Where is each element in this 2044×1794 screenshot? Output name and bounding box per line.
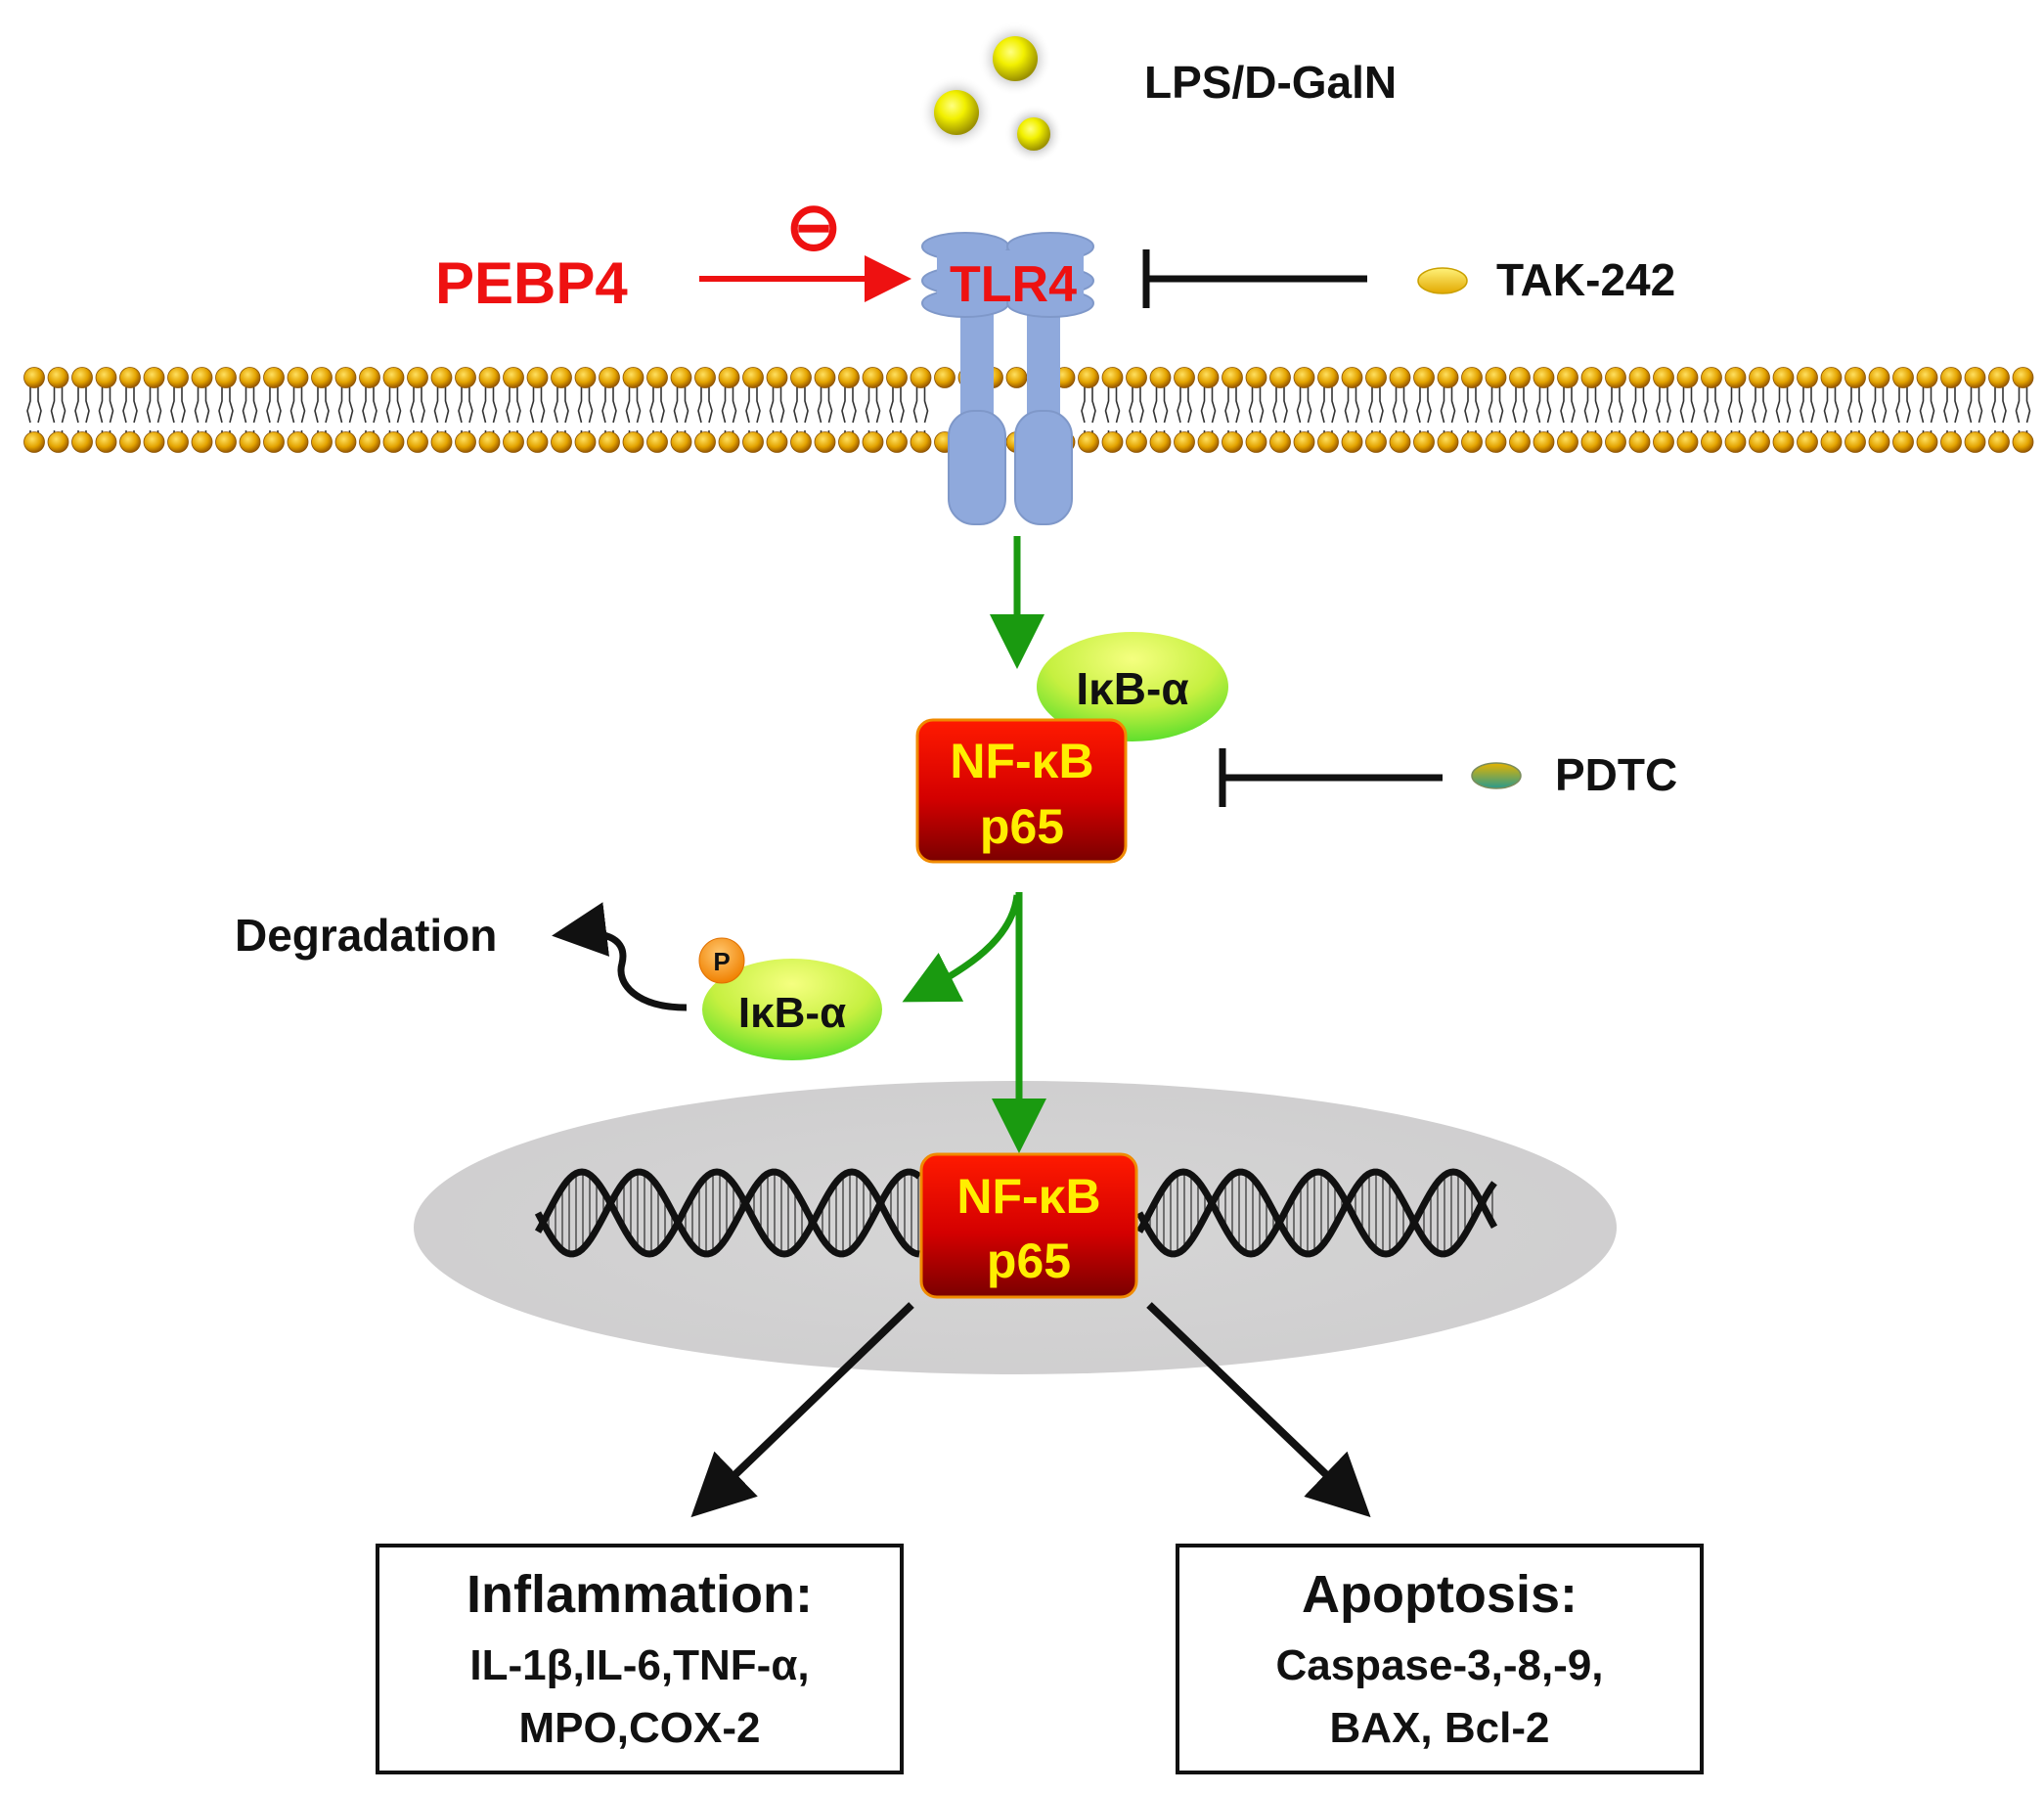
- to-inflammation-arrow: [690, 1302, 914, 1518]
- nfkb-nucleus-line1: NF-κB: [956, 1169, 1100, 1224]
- tak242-pill-icon: [1417, 267, 1468, 294]
- tak242-label: TAK-242: [1496, 254, 1675, 305]
- inflammation-line2: MPO,COX-2: [519, 1704, 761, 1752]
- pdtc-inhibition-bar: [1219, 748, 1443, 807]
- inflammation-line1: IL-1β,IL-6,TNF-α,: [469, 1641, 809, 1689]
- ikba-bound-label: IκB-α: [1076, 663, 1188, 714]
- nfkb-p65-nucleus-box: [919, 1152, 1138, 1299]
- to-apoptosis-arrow: [1146, 1302, 1371, 1518]
- nfkb-cytoplasm-line1: NF-κB: [950, 734, 1093, 788]
- apoptosis-box: Apoptosis: Caspase-3,-8,-9, BAX, Bcl-2: [1176, 1544, 1704, 1774]
- phosphate-icon: [698, 937, 745, 984]
- apoptosis-title: Apoptosis:: [1302, 1565, 1577, 1624]
- pdtc-label: PDTC: [1555, 749, 1677, 800]
- negative-regulation-symbol: ⊖: [786, 190, 842, 264]
- tlr4-receptor: [921, 232, 1094, 525]
- lps-particles: [919, 22, 1063, 163]
- apoptosis-line2: BAX, Bcl-2: [1330, 1704, 1550, 1752]
- degradation-arrow: [552, 902, 688, 1011]
- lps-label: LPS/D-GalN: [1144, 57, 1397, 108]
- apoptosis-line1: Caspase-3,-8,-9,: [1275, 1641, 1603, 1689]
- nfkb-p65-cytoplasm-box: [915, 718, 1128, 864]
- pebp4-label: PEBP4: [435, 250, 628, 316]
- lps-particle: [1004, 105, 1063, 163]
- tak242-inhibition-bar: [1142, 249, 1367, 308]
- nfkb-nucleus-line2: p65: [987, 1233, 1071, 1288]
- dna-helix: [534, 1168, 1498, 1258]
- degradation-label: Degradation: [235, 910, 497, 961]
- phosphate-label: P: [713, 947, 730, 976]
- cell-membrane: [23, 367, 2034, 453]
- tlr4-label: TLR4: [950, 256, 1077, 313]
- ikba-free-label: IκB-α: [738, 989, 846, 1037]
- ikba-free-oval: [702, 959, 882, 1060]
- nfkb-cytoplasm-line2: p65: [980, 799, 1064, 854]
- lps-particle: [919, 75, 994, 150]
- pdtc-pill-icon: [1471, 762, 1522, 789]
- inflammation-box: Inflammation: IL-1β,IL-6,TNF-α, MPO,COX-…: [376, 1544, 904, 1774]
- inflammation-title: Inflammation:: [467, 1565, 813, 1624]
- lps-particle: [978, 22, 1052, 96]
- ikba-bound-oval: [1037, 632, 1228, 741]
- ikba-release-arrow: [902, 894, 1021, 1003]
